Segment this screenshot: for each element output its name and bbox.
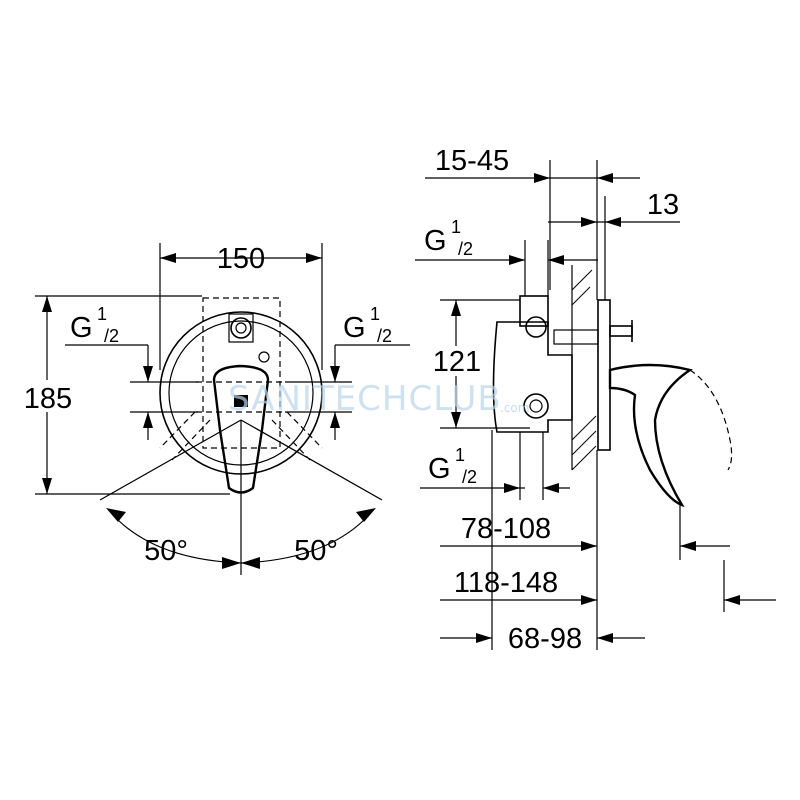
side-valve-body [492, 321, 573, 433]
svg-text:/2: /2 [462, 467, 477, 487]
lever-handle [212, 364, 270, 494]
svg-text:/2: /2 [377, 326, 392, 346]
dim-13: 13 [647, 189, 679, 221]
left-thread-label: G 1 /2 [70, 304, 119, 346]
dim-121: 121 [433, 346, 481, 378]
svg-text:1: 1 [370, 304, 380, 324]
dim-118-148: 118-148 [454, 567, 558, 599]
side-thread-bottom: G 1 /2 [428, 445, 477, 487]
svg-text:/2: /2 [458, 239, 473, 259]
angle-left: 50° [144, 535, 188, 567]
svg-text:1: 1 [455, 445, 465, 465]
svg-text:G: G [70, 312, 93, 344]
top-outlet [230, 317, 252, 339]
front-width-dim: 150 [217, 243, 265, 275]
wall-hatch [571, 265, 597, 471]
front-view: 150 185 G 1 /2 G 1 /2 [20, 243, 410, 575]
svg-text:G: G [343, 312, 366, 344]
svg-text:1: 1 [97, 304, 107, 324]
angle-right: 50° [294, 535, 338, 567]
svg-text:SANITECHCLUB: SANITECHCLUB [228, 379, 502, 419]
dim-68-98: 68-98 [508, 623, 582, 655]
svg-text:G: G [428, 453, 451, 485]
dim-15-45: 15-45 [435, 145, 509, 177]
svg-text:G: G [424, 225, 447, 257]
svg-text:/2: /2 [104, 326, 119, 346]
front-height-dim: 185 [24, 383, 72, 415]
dim-78-108: 78-108 [461, 513, 551, 545]
svg-text:.com: .com [500, 401, 529, 415]
side-thread-top: G 1 /2 [424, 217, 473, 259]
lever-indicator [234, 395, 248, 407]
side-lever [608, 363, 693, 508]
watermark: SANITECHCLUB .com [228, 379, 529, 419]
side-wall-plate [597, 299, 611, 451]
svg-text:1: 1 [451, 217, 461, 237]
right-thread-label: G 1 /2 [343, 304, 392, 346]
side-view: 15-45 13 G 1 /2 121 [415, 145, 776, 655]
